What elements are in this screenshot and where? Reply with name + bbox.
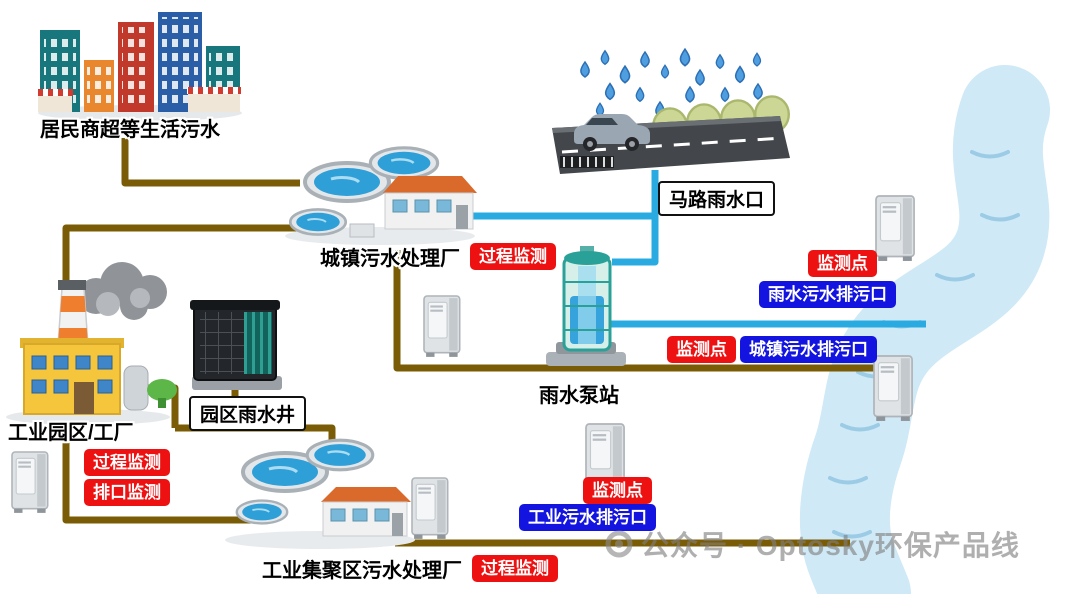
pipe-city-to-urban-plant bbox=[121, 138, 300, 187]
monitoring-cabinet bbox=[11, 451, 49, 514]
industrial-outfall-point-badge: 监测点 bbox=[583, 477, 652, 504]
urban-plant-process-badge: 过程监测 bbox=[470, 243, 556, 270]
smoke-icon bbox=[78, 262, 167, 320]
monitoring-cabinet bbox=[875, 195, 915, 262]
road-illustration bbox=[552, 95, 790, 174]
pipe-road-to-pump bbox=[612, 170, 659, 266]
city-illustration bbox=[37, 12, 242, 121]
pump-station-illustration bbox=[546, 246, 626, 366]
urban-plant-label-row: 城镇污水处理厂 过程监测 bbox=[320, 242, 556, 271]
industrial-plant-label-row: 工业集聚区污水处理厂 过程监测 bbox=[262, 554, 558, 583]
monitoring-cabinet bbox=[873, 355, 913, 422]
industrial-plant-label: 工业集聚区污水处理厂 bbox=[262, 560, 462, 582]
urban-plant-label: 城镇污水处理厂 bbox=[320, 248, 460, 270]
car-icon bbox=[574, 114, 650, 151]
road-inlet-label: 马路雨水口 bbox=[658, 181, 776, 216]
pipe-urban-outfall bbox=[393, 250, 880, 372]
urban-outfall-point-badge: 监测点 bbox=[667, 336, 736, 363]
urban-outfall-badge: 城镇污水排污口 bbox=[740, 336, 877, 363]
industrial-outfall-badge: 工业污水排污口 bbox=[519, 504, 656, 531]
rain-pipes bbox=[458, 170, 926, 328]
city-label: 居民商超等生活污水 bbox=[40, 119, 220, 141]
watermark: 公众号 · Optosky环保产品线 bbox=[604, 524, 1020, 564]
urban-outfall-label-row: 监测点 城镇污水排污口 bbox=[667, 336, 877, 363]
factory-label: 工业园区/工厂 bbox=[8, 422, 134, 444]
industrial-plant-illustration bbox=[225, 438, 415, 549]
park-well-label: 园区雨水井 bbox=[189, 396, 307, 431]
rain-pump-label: 雨水泵站 bbox=[539, 385, 619, 407]
industrial-plant-process-badge: 过程监测 bbox=[472, 555, 558, 582]
factory-outlet-badge: 排口监测 bbox=[84, 479, 170, 506]
factory-process-badge: 过程监测 bbox=[84, 449, 170, 476]
rain-outfall-badge: 雨水污水排污口 bbox=[759, 281, 896, 308]
watermark-logo-icon bbox=[605, 530, 633, 558]
park-well-illustration bbox=[190, 300, 282, 390]
monitoring-cabinet bbox=[411, 477, 449, 540]
monitoring-cabinet bbox=[423, 295, 461, 358]
factory-illustration bbox=[6, 262, 177, 425]
rain-outfall-point-badge: 监测点 bbox=[808, 250, 877, 277]
watermark-text: 公众号 · Optosky环保产品线 bbox=[641, 530, 1020, 561]
urban-plant-illustration bbox=[285, 146, 477, 245]
